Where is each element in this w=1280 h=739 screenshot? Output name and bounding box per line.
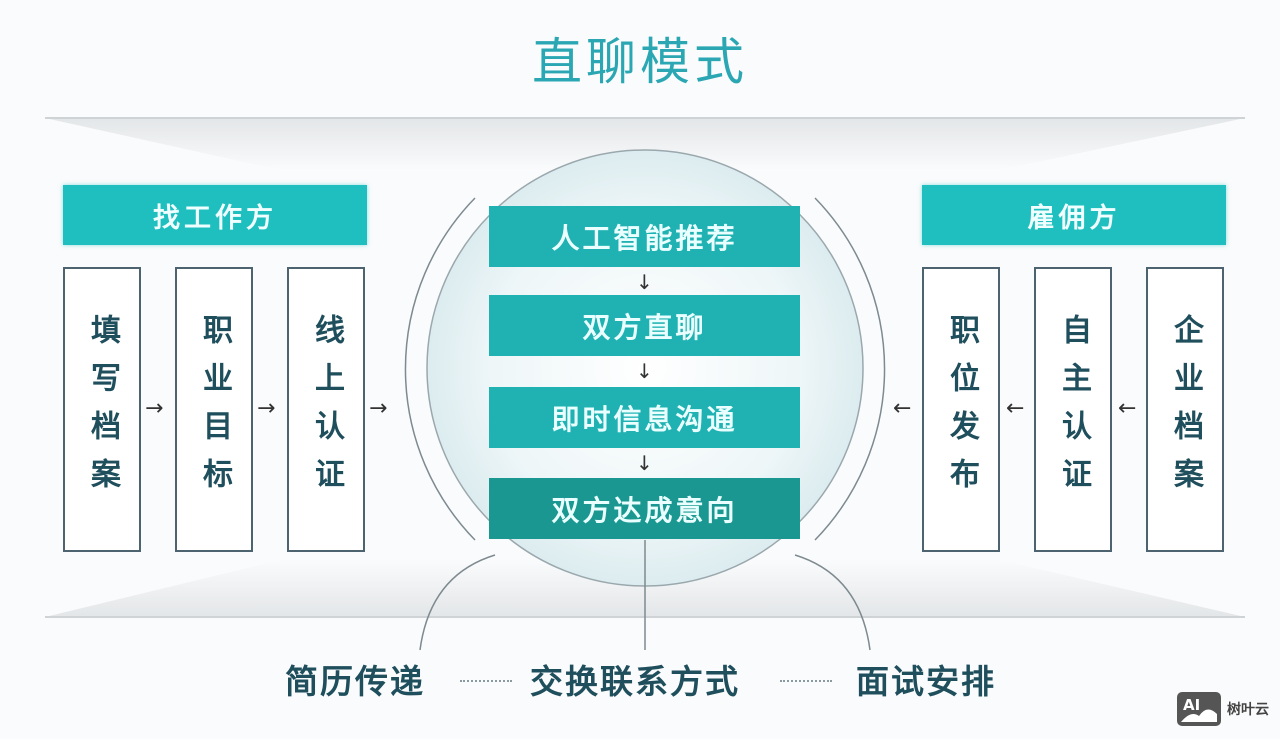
watermark-label: 树叶云	[1227, 702, 1269, 718]
arrow-down-icon: ↓	[636, 451, 653, 475]
job-seeker-step-1: 填写档案	[63, 267, 141, 552]
step-label: 填写档案	[85, 313, 120, 506]
outcome-interview: 面试安排	[856, 662, 996, 701]
job-seeker-step-3: 线上认证	[287, 267, 365, 552]
dotted-connector	[460, 680, 512, 682]
dotted-connector	[780, 680, 832, 682]
outcome-resume: 简历传递	[285, 662, 425, 701]
arrow-down-icon: ↓	[636, 359, 653, 383]
page-title: 直聊模式	[532, 33, 748, 91]
employer-step-3: 企业档案	[1146, 267, 1224, 552]
employer-step-1: 职位发布	[922, 267, 1000, 552]
arrow-left-icon: ←	[893, 396, 912, 421]
ai-image-icon: AI	[1177, 692, 1221, 726]
arrow-right-icon: →	[369, 396, 388, 421]
outcome-contact-exchange: 交换联系方式	[530, 662, 740, 701]
flow-step-instant-message: 即时信息沟通	[489, 387, 800, 448]
arrow-right-icon: →	[257, 396, 276, 421]
logo-icon-text: AI	[1183, 696, 1201, 714]
step-label: 线上认证	[309, 313, 344, 506]
step-label: 自主认证	[1056, 313, 1091, 506]
step-label: 企业档案	[1168, 313, 1203, 506]
employer-step-2: 自主认证	[1034, 267, 1112, 552]
arrow-down-icon: ↓	[636, 270, 653, 294]
step-label: 职位发布	[944, 313, 979, 506]
flow-step-agreement: 双方达成意向	[489, 478, 800, 539]
arrow-left-icon: ←	[1006, 396, 1025, 421]
arrow-left-icon: ←	[1118, 396, 1137, 421]
arrow-right-icon: →	[145, 396, 164, 421]
watermark: AI 树叶云	[1177, 692, 1269, 726]
job-seeker-header: 找工作方	[63, 185, 367, 245]
flow-step-direct-chat: 双方直聊	[489, 295, 800, 356]
step-label: 职业目标	[197, 313, 232, 506]
flow-step-ai-recommend: 人工智能推荐	[489, 206, 800, 267]
employer-header: 雇佣方	[922, 185, 1226, 245]
job-seeker-step-2: 职业目标	[175, 267, 253, 552]
